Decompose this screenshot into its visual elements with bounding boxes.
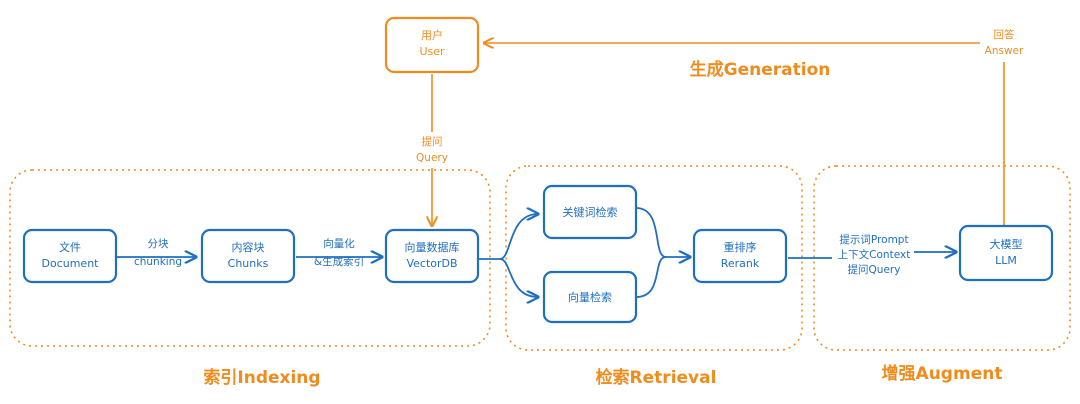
vectordb-label-cn: 向量数据库 bbox=[405, 240, 460, 254]
vector-search-node: 向量检索 bbox=[542, 270, 638, 324]
document-node: 文件 Document bbox=[22, 228, 118, 284]
svg-text:User: User bbox=[419, 45, 445, 58]
svg-text:Rerank: Rerank bbox=[721, 257, 760, 270]
answer-label-cn: 回答 bbox=[994, 28, 1015, 41]
svg-text:重排序: 重排序 bbox=[724, 240, 757, 254]
svg-text:内容块: 内容块 bbox=[232, 240, 265, 254]
augment-title: 增强Augment bbox=[882, 363, 1003, 384]
augment-prompt-label: 提示词Prompt bbox=[839, 234, 908, 246]
generation-title: 生成Generation bbox=[690, 59, 831, 80]
svg-text:生成Generation: 生成Generation bbox=[690, 59, 831, 80]
chunking-label-en: chunking bbox=[134, 256, 182, 268]
svg-text:向量数据库: 向量数据库 bbox=[405, 240, 460, 254]
svg-text:提问: 提问 bbox=[422, 135, 443, 148]
svg-text:chunking: chunking bbox=[134, 256, 182, 268]
llm-node: 大模型 LLM bbox=[958, 224, 1054, 282]
vectordb-node: 向量数据库 VectorDB bbox=[384, 228, 480, 284]
chunking-label-cn: 分块 bbox=[148, 238, 169, 250]
svg-text:分块: 分块 bbox=[148, 238, 169, 250]
vector-to-rerank bbox=[635, 256, 667, 298]
indexing-title: 索引Indexing bbox=[203, 367, 320, 388]
svg-text:向量检索: 向量检索 bbox=[568, 290, 612, 304]
user-node: 用户 User bbox=[384, 16, 480, 74]
vector-search-label: 向量检索 bbox=[568, 290, 612, 304]
svg-text:上下文Context: 上下文Context bbox=[838, 248, 911, 261]
vectorize-label-2: &生成索引 bbox=[314, 255, 364, 268]
fork-to-vector bbox=[499, 258, 538, 297]
svg-text:向量化: 向量化 bbox=[323, 237, 355, 250]
vectorize-label-1: 向量化 bbox=[323, 237, 355, 250]
svg-text:大模型: 大模型 bbox=[990, 237, 1023, 251]
svg-text:用户: 用户 bbox=[421, 28, 443, 42]
svg-text:Chunks: Chunks bbox=[228, 257, 269, 270]
svg-text:Document: Document bbox=[42, 257, 100, 270]
query-label-cn: 提问 bbox=[422, 135, 443, 148]
augment-query-label: 提问Query bbox=[848, 263, 901, 276]
augment-context-label: 上下文Context bbox=[838, 248, 911, 261]
svg-text:检索Retrieval: 检索Retrieval bbox=[596, 367, 717, 388]
keyword-search-label: 关键词检索 bbox=[563, 205, 618, 219]
svg-text:&生成索引: &生成索引 bbox=[314, 255, 364, 268]
rerank-node: 重排序 Rerank bbox=[692, 228, 788, 284]
answer-label-en: Answer bbox=[985, 45, 1024, 57]
keyword-to-rerank bbox=[635, 207, 667, 258]
svg-text:增强Augment: 增强Augment bbox=[882, 363, 1003, 384]
svg-text:Query: Query bbox=[416, 152, 448, 164]
indexing-group bbox=[9, 169, 491, 347]
chunks-label-en: Chunks bbox=[228, 257, 269, 270]
user-label-cn: 用户 bbox=[421, 28, 443, 42]
svg-text:VectorDB: VectorDB bbox=[406, 257, 457, 270]
rerank-label-cn: 重排序 bbox=[724, 240, 757, 254]
svg-text:Answer: Answer bbox=[985, 45, 1024, 57]
fork-to-keyword bbox=[499, 214, 538, 260]
keyword-search-node: 关键词检索 bbox=[542, 184, 638, 240]
svg-text:LLM: LLM bbox=[995, 254, 1017, 267]
rerank-label-en: Rerank bbox=[721, 257, 760, 270]
svg-text:文件: 文件 bbox=[59, 240, 81, 254]
document-label-cn: 文件 bbox=[59, 240, 81, 254]
llm-label-cn: 大模型 bbox=[990, 237, 1023, 251]
svg-text:关键词检索: 关键词检索 bbox=[563, 205, 618, 219]
svg-text:回答: 回答 bbox=[994, 28, 1015, 41]
query-label-en: Query bbox=[416, 152, 448, 164]
vectordb-label-en: VectorDB bbox=[406, 257, 457, 270]
retrieval-group bbox=[505, 165, 803, 351]
svg-text:提问Query: 提问Query bbox=[848, 263, 901, 276]
user-label-en: User bbox=[419, 45, 445, 58]
chunks-node: 内容块 Chunks bbox=[200, 228, 296, 284]
svg-text:索引Indexing: 索引Indexing bbox=[203, 367, 320, 388]
chunks-label-cn: 内容块 bbox=[232, 240, 265, 254]
llm-label-en: LLM bbox=[995, 254, 1017, 267]
retrieval-title: 检索Retrieval bbox=[596, 367, 717, 388]
svg-text:提示词Prompt: 提示词Prompt bbox=[839, 234, 908, 246]
document-label-en: Document bbox=[42, 257, 100, 270]
